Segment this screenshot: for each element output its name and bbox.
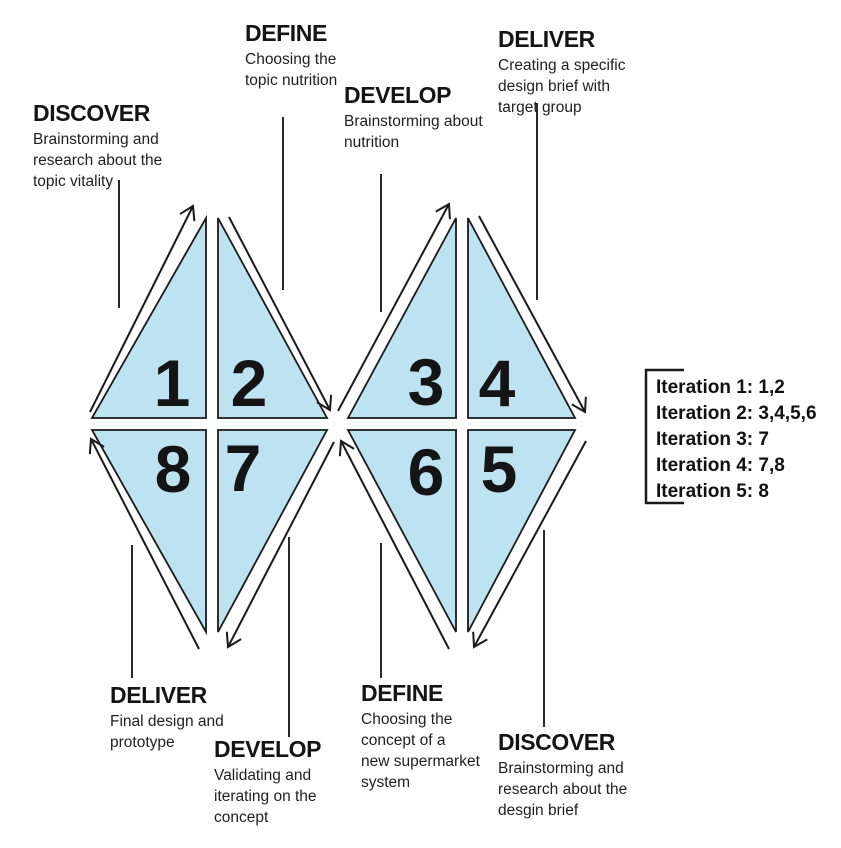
flow-arrow-4 [478, 215, 587, 414]
triangle-1-number: 1 [154, 346, 191, 420]
triangle-3 [346, 217, 457, 419]
flow-arrow-1 [89, 204, 196, 413]
triangle-2-number: 2 [231, 346, 268, 420]
legend-item-1: Iteration 1: 1,2 [656, 377, 785, 398]
legend-item-5: Iteration 5: 8 [656, 481, 769, 502]
iteration-legend: Iteration 1: 1,2 Iteration 2: 3,4,5,6 It… [656, 375, 817, 505]
label-deliver-top: DELIVER Creating a specific design brief… [498, 26, 626, 118]
label-deliver-bottom: DELIVER Final design and prototype [110, 682, 224, 753]
label-develop-top: DEVELOP Brainstorming about nutrition [344, 82, 483, 153]
label-discover-top: DISCOVER Brainstorming and research abou… [33, 100, 162, 192]
legend-item-2: Iteration 2: 3,4,5,6 [656, 403, 817, 424]
label-define-bottom-desc: Choosing the concept of a new supermarke… [361, 711, 480, 791]
triangle-5 [467, 429, 577, 633]
label-develop-bottom: DEVELOP Validating and iterating on the … [214, 736, 322, 828]
legend-bracket [644, 368, 684, 505]
triangle-5-number: 5 [481, 432, 518, 506]
flow-arrow-5 [472, 440, 587, 649]
triangle-6-number: 6 [408, 435, 445, 509]
label-deliver-top-desc: Creating a specific design brief with ta… [498, 57, 626, 116]
label-define-top-desc: Choosing the topic nutrition [245, 51, 338, 89]
triangle-2 [217, 217, 329, 419]
label-develop-bottom-desc: Validating and iterating on the concept [214, 767, 317, 826]
triangle-4 [467, 217, 577, 419]
triangle-8-number: 8 [155, 432, 192, 506]
label-develop-bottom-title: DEVELOP [214, 736, 322, 762]
label-define-bottom: DEFINE Choosing the concept of a new sup… [361, 680, 480, 793]
label-discover-top-desc: Brainstorming and research about the top… [33, 131, 163, 190]
label-deliver-top-title: DELIVER [498, 26, 595, 52]
triangle-3-number: 3 [408, 345, 445, 419]
triangle-7 [217, 429, 329, 633]
label-discover-bottom-title: DISCOVER [498, 729, 615, 755]
label-deliver-bottom-desc: Final design and prototype [110, 713, 224, 751]
triangle-6 [346, 429, 457, 633]
flow-arrow-8 [88, 437, 200, 650]
label-define-top-title: DEFINE [245, 20, 327, 46]
legend-item-3: Iteration 3: 7 [656, 429, 769, 450]
flow-arrow-7 [225, 441, 335, 649]
triangle-4-number: 4 [479, 346, 516, 420]
label-develop-top-title: DEVELOP [344, 82, 452, 108]
triangle-7-number: 7 [225, 431, 262, 505]
label-discover-top-title: DISCOVER [33, 100, 150, 126]
triangle-8 [90, 429, 207, 636]
flow-arrow-2 [228, 216, 333, 412]
label-discover-bottom-desc: Brainstorming and research about the des… [498, 760, 628, 819]
label-define-bottom-title: DEFINE [361, 680, 443, 706]
label-develop-top-desc: Brainstorming about nutrition [344, 113, 483, 151]
legend-item-4: Iteration 4: 7,8 [656, 455, 785, 476]
triangle-1 [90, 214, 207, 419]
label-define-top: DEFINE Choosing the topic nutrition [245, 20, 337, 91]
label-discover-bottom: DISCOVER Brainstorming and research abou… [498, 729, 627, 821]
flow-arrow-3 [337, 202, 451, 412]
flow-arrow-6 [338, 439, 450, 650]
label-deliver-bottom-title: DELIVER [110, 682, 207, 708]
